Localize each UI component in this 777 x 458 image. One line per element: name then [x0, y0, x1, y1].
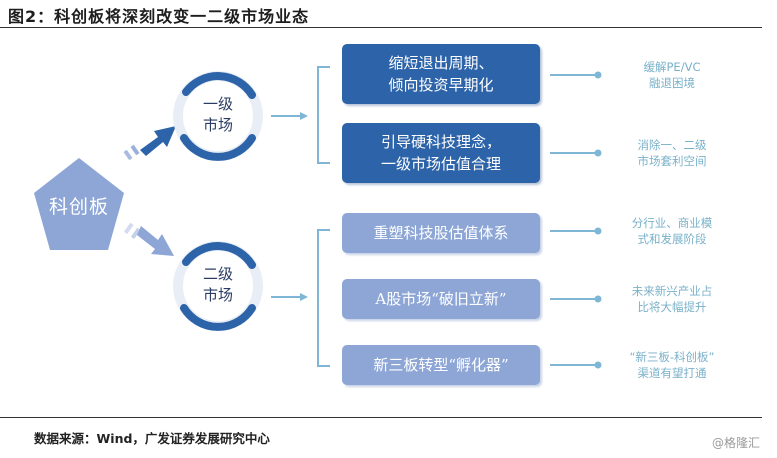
- primary-market-label: 一级 市场: [181, 94, 255, 136]
- primary-item-line2: 一级市场估值合理: [380, 155, 501, 173]
- note-line2: 市场套利空间: [637, 154, 707, 168]
- note-line1: 缓解PE/VC: [643, 60, 701, 74]
- primary-item-box: 缩短退出周期、 倾向投资早期化: [342, 44, 540, 104]
- primary-item-line1: 缩短退出周期、: [388, 54, 494, 72]
- bracket-primary: [317, 66, 330, 164]
- connector-secondary: [271, 293, 308, 301]
- secondary-market-label-line2: 市场: [202, 286, 233, 304]
- note-secondary-3: “新三板-科创板” 渠道有望打通: [612, 349, 732, 381]
- arrow-to-primary: [123, 126, 176, 161]
- secondary-item-text: A股市场“破旧立新”: [375, 290, 507, 308]
- note-primary-1: 缓解PE/VC 融退困境: [612, 59, 732, 91]
- primary-market-label-line1: 一级: [202, 95, 233, 113]
- note-secondary-2: 未来新兴产业占 比将大幅提升: [612, 283, 732, 315]
- note-line1: 未来新兴产业占: [631, 284, 713, 298]
- note-line2: 式和发展阶段: [637, 232, 707, 246]
- note-line2: 融退困境: [649, 76, 695, 90]
- secondary-item-text: 重塑科技股估值体系: [373, 224, 509, 242]
- figure-title: 图2：科创板将深刻改变一二级市场业态: [8, 7, 310, 26]
- primary-item-line2: 倾向投资早期化: [388, 76, 494, 94]
- arrow-to-secondary: [123, 222, 174, 256]
- top-rule: [0, 27, 762, 28]
- secondary-market-ring: [173, 241, 263, 331]
- primary-item-line1: 引导硬科技理念，: [380, 133, 501, 151]
- secondary-market-label: 二级 市场: [181, 264, 255, 306]
- bottom-rule: [0, 417, 762, 418]
- secondary-item-text: 新三板转型“孵化器”: [373, 356, 509, 374]
- primary-item-box: 引导硬科技理念， 一级市场估值合理: [342, 123, 540, 183]
- note-line1: “新三板-科创板”: [629, 350, 715, 364]
- secondary-item-box: 新三板转型“孵化器”: [342, 345, 540, 385]
- secondary-item-box: A股市场“破旧立新”: [342, 279, 540, 319]
- note-connectors: [550, 71, 602, 369]
- watermark: @格隆汇: [712, 436, 761, 450]
- note-line1: 分行业、商业模: [631, 216, 713, 230]
- secondary-item-box: 重塑科技股估值体系: [342, 213, 540, 253]
- note-line2: 比将大幅提升: [637, 300, 707, 314]
- bracket-secondary: [317, 229, 330, 367]
- source-note: 数据来源：Wind，广发证券发展研究中心: [34, 431, 270, 446]
- center-label: 科创板: [48, 196, 109, 218]
- note-secondary-1: 分行业、商业模 式和发展阶段: [612, 215, 732, 247]
- note-line1: 消除一、二级: [637, 138, 707, 152]
- note-primary-2: 消除一、二级 市场套利空间: [612, 137, 732, 169]
- note-line2: 渠道有望打通: [637, 366, 707, 380]
- primary-market-ring: [173, 71, 263, 161]
- center-pentagon: [34, 158, 124, 250]
- secondary-market-label-line1: 二级: [202, 265, 233, 283]
- connector-primary: [271, 112, 308, 120]
- primary-market-label-line2: 市场: [202, 116, 233, 134]
